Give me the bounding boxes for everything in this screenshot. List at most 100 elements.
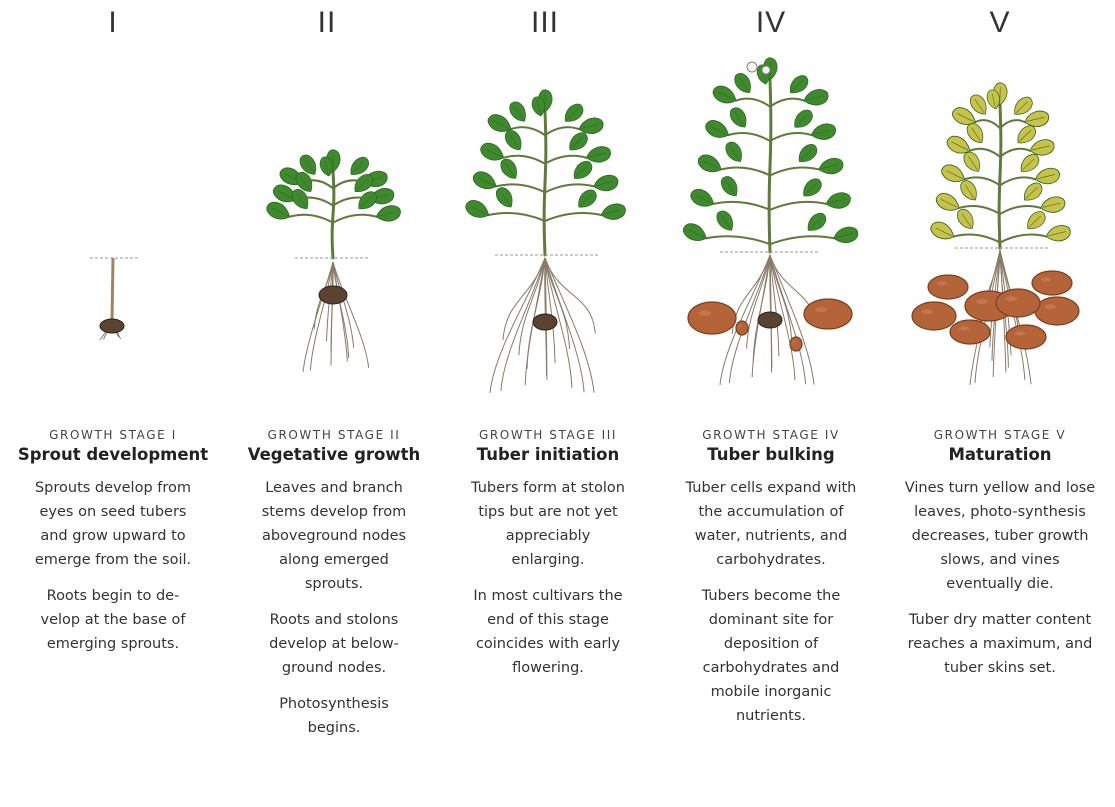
leaf-blade (804, 210, 829, 236)
stage-2-note-2: Photosynthesis begins. (228, 692, 440, 740)
leaf (506, 99, 531, 125)
stage-2-label: GROWTH STAGE II (228, 428, 440, 442)
leaf (800, 175, 825, 201)
leaf (954, 206, 979, 232)
stage-1-title: Sprout development (7, 445, 219, 464)
leaf (957, 178, 982, 204)
leaf (570, 158, 595, 184)
tuber (1032, 271, 1072, 295)
leaf-blade (463, 198, 491, 221)
stage-2-title: Vegetative growth (228, 445, 440, 464)
stage-1-description: Sprouts develop from eyes on seed tubers… (7, 476, 219, 572)
leaf-blade (681, 221, 709, 244)
leaf-blade (688, 187, 716, 210)
leaf-blade (957, 178, 982, 204)
seed-tuber (319, 286, 347, 304)
branch (714, 202, 770, 210)
leaf-blade (711, 84, 739, 107)
tuber (804, 299, 852, 329)
stage-1-note: Roots begin to de-velop at the base of e… (7, 584, 219, 656)
tuber-highlight (1041, 277, 1051, 281)
branch (721, 167, 770, 175)
leaf (264, 200, 292, 223)
root (333, 262, 347, 361)
branch (770, 202, 826, 210)
leaf-blade (1044, 222, 1072, 245)
branch (770, 99, 804, 107)
branch (1000, 177, 1036, 185)
branch (290, 215, 333, 223)
tuber-highlight (1015, 331, 1025, 335)
leaf (493, 185, 518, 211)
leaf (817, 155, 845, 178)
leaf-blade (599, 201, 627, 224)
branch (770, 236, 834, 244)
tuber-highlight (815, 307, 827, 312)
stage-5-note: Tuber dry matter content reaches a maxim… (894, 608, 1106, 680)
leaf (1044, 222, 1072, 245)
branch (1000, 120, 1025, 128)
leaf-blade (718, 174, 743, 200)
root (545, 258, 570, 349)
stage-1-column: GROWTH STAGE I Sprout development Sprout… (7, 428, 219, 656)
branch (728, 133, 770, 141)
plant-stage-1-illustration (90, 258, 140, 340)
stage-5-label: GROWTH STAGE V (894, 428, 1106, 442)
branch (706, 236, 770, 244)
branch (1000, 235, 1046, 243)
leaf-blade (575, 187, 600, 213)
branch (770, 133, 812, 141)
leaf (1024, 208, 1049, 234)
leaf-blade (934, 191, 962, 214)
leaf-blade (727, 105, 752, 131)
tuber-highlight (1006, 296, 1017, 301)
stem (544, 112, 546, 255)
stage-4-label: GROWTH STAGE IV (665, 428, 877, 442)
stem (332, 172, 334, 258)
leaf-blade (713, 208, 738, 234)
root (747, 255, 770, 349)
tuber (912, 302, 956, 330)
leaf-blade (832, 224, 860, 247)
leaf (1020, 180, 1045, 206)
tuber-highlight (959, 326, 969, 330)
leaf-blade (929, 220, 957, 243)
leaf (374, 203, 402, 226)
leaf-blade (703, 118, 731, 141)
stage-5-description: Vines turn yellow and lose leaves, photo… (894, 476, 1106, 596)
root (527, 258, 545, 369)
leaf (471, 169, 499, 192)
branch (545, 213, 601, 221)
tuber (950, 320, 990, 344)
leaf (804, 210, 829, 236)
tuber (996, 289, 1040, 317)
branch (489, 213, 545, 221)
leaf-blade (802, 87, 830, 110)
branch (333, 215, 376, 223)
sprout (112, 258, 113, 320)
leaf (934, 191, 962, 214)
flower (747, 62, 757, 72)
stage-3-column: GROWTH STAGE III Tuber initiation Tubers… (442, 428, 654, 680)
tuber-highlight (1045, 304, 1056, 309)
seed-tuber (758, 312, 782, 328)
flower (762, 66, 770, 74)
leaf-blade (722, 139, 747, 165)
leaf (681, 221, 709, 244)
leaf (824, 190, 852, 213)
stage-4-description: Tuber cells expand with the accumulation… (665, 476, 877, 572)
leaf (795, 141, 820, 167)
root (310, 262, 333, 370)
seed-tuber (100, 319, 124, 333)
branch (770, 167, 819, 175)
leaf-blade (791, 107, 816, 133)
plant-stage-2-illustration (264, 149, 402, 372)
tuber (1006, 325, 1046, 349)
leaf-blade (786, 72, 811, 98)
leaf-blade (497, 156, 522, 182)
leaf-blade (809, 121, 837, 144)
leaf-blade (264, 200, 292, 223)
leaf (791, 107, 816, 133)
tuber-highlight (793, 341, 796, 344)
leaf-blade (824, 190, 852, 213)
